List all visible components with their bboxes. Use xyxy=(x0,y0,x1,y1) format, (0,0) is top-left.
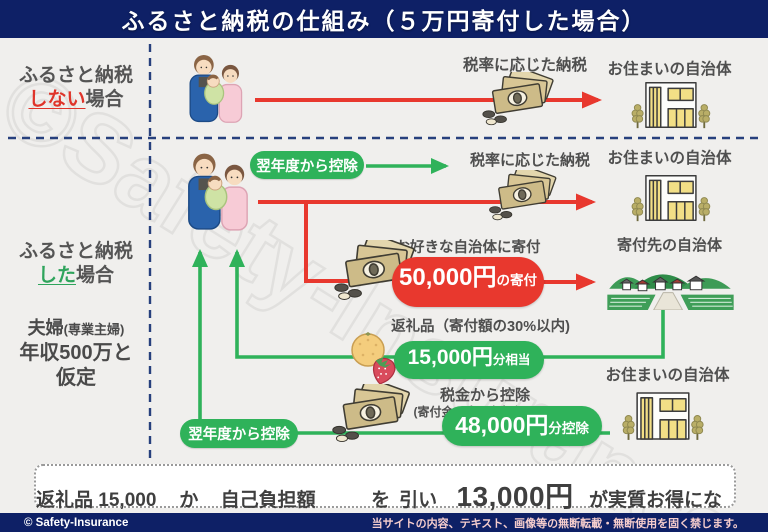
city-hall-icon xyxy=(631,175,711,222)
home-municipality-label-bottom: お住まいの自治体 xyxy=(605,367,730,384)
money-icon xyxy=(489,170,557,221)
donation-municipality-label: 寄付先の自治体 xyxy=(616,237,722,254)
home-municipality-label-nocase: お住まいの自治体 xyxy=(607,61,732,78)
tax-payment-label-yescase: 税率に応じた納税 xyxy=(469,152,590,169)
deduction-amount-pill: 48,000円分控除 xyxy=(442,406,602,446)
next-year-deduction-badge-top: 翌年度から控除 xyxy=(250,151,364,179)
gift-amount-pill: 15,000円分相当 xyxy=(394,341,544,379)
family-icon xyxy=(188,153,248,231)
tax-deduction-label: 税金から控除 xyxy=(439,387,530,404)
gift-label: 返礼品（寄付額の30%以内) xyxy=(391,319,570,335)
gift-fruits-icon xyxy=(351,332,396,385)
village-icon xyxy=(607,274,734,310)
next-year-deduction-badge-bottom: 翌年度から控除 xyxy=(180,419,298,448)
home-municipality-label-top: お住まいの自治体 xyxy=(607,150,732,167)
donation-label: お好きな自治体に寄付 xyxy=(395,240,541,256)
assumption-label: 夫婦(専業主婦) 年収500万と 仮定 xyxy=(19,318,133,389)
no-case-label: ふるさと納税 しない場合 xyxy=(18,65,133,110)
footer-bar: © Safety-Insurance 当サイトの内容、テキスト、画像等の無断転載… xyxy=(0,513,768,532)
city-hall-icon xyxy=(622,392,704,440)
copyright-text: © Safety-Insurance xyxy=(24,516,129,529)
yes-case-label: ふるさと納税 した場合 xyxy=(18,241,133,286)
tax-payment-label-nocase: 税率に応じた納税 xyxy=(462,57,587,74)
money-icon xyxy=(332,384,410,443)
money-icon xyxy=(482,72,554,126)
donation-amount-pill: 50,000円の寄付 xyxy=(392,257,544,307)
family-icon xyxy=(189,55,243,123)
page-title: ふるさと納税の仕組み（５万円寄付した場合） xyxy=(121,8,647,34)
copyright-notice: 当サイトの内容、テキスト、画像等の無断転載・無断使用を固く禁じます。 xyxy=(371,517,744,530)
city-hall-icon xyxy=(631,82,711,129)
red-branch-donation xyxy=(304,202,368,283)
header-bar: ふるさと納税の仕組み（５万円寄付した場合） xyxy=(0,0,768,38)
